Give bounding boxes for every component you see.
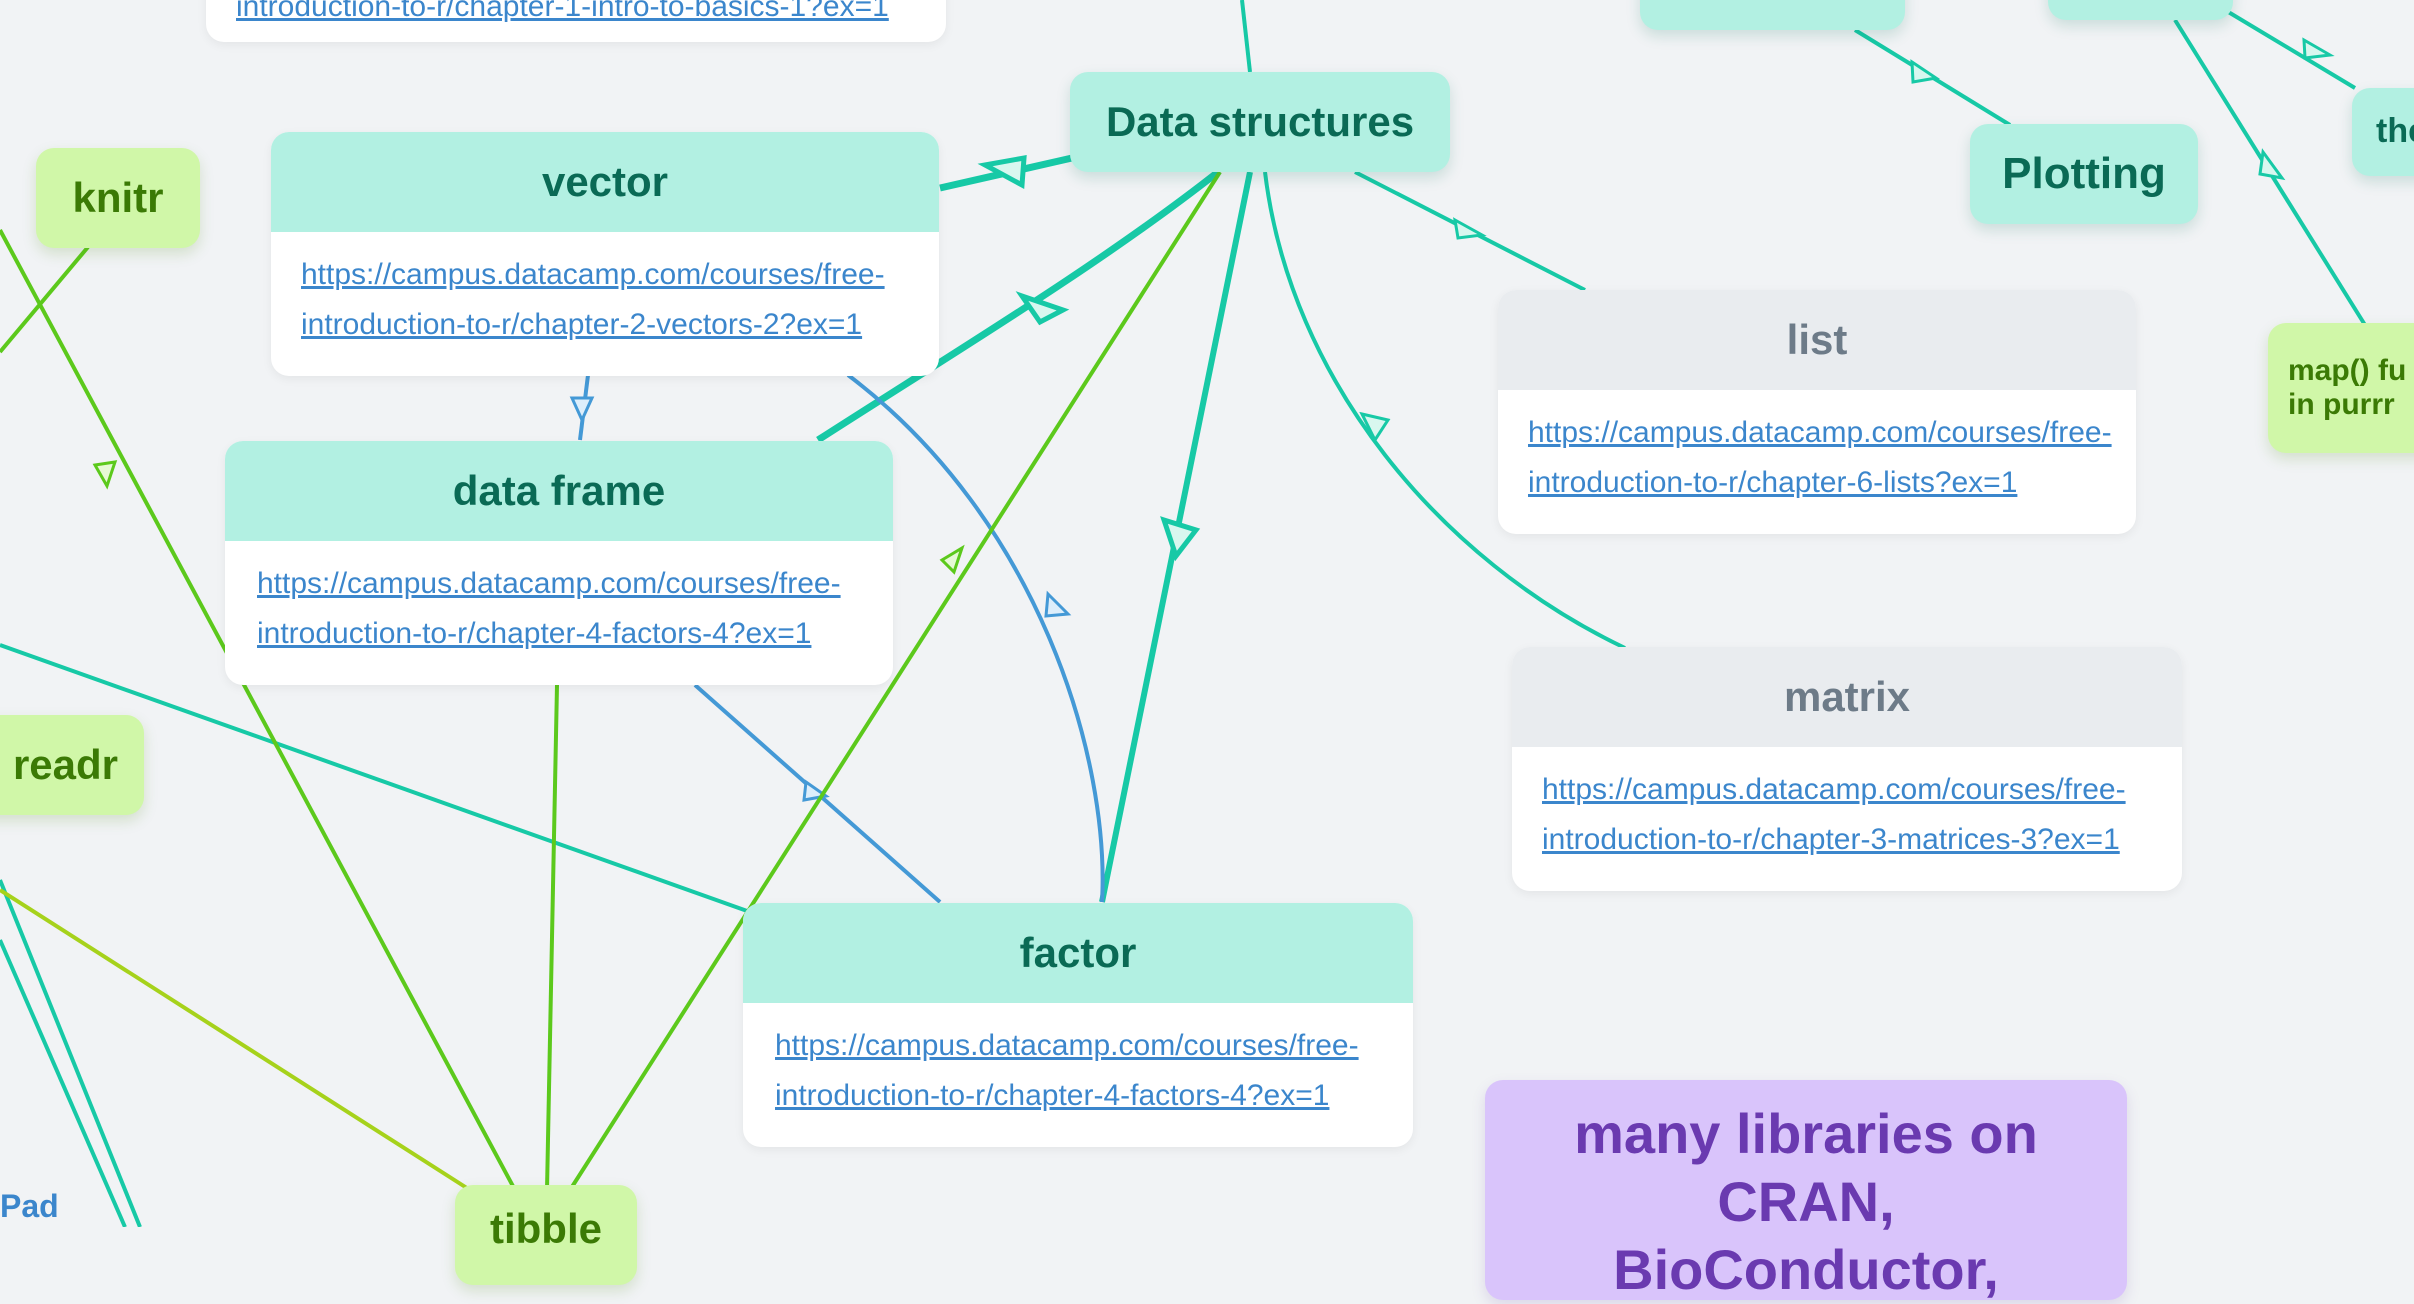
partial-node-right[interactable]: the — [2352, 88, 2414, 176]
card-vector-title[interactable]: vector — [271, 132, 939, 232]
card-vector-link[interactable]: https://campus.datacamp.com/courses/free… — [301, 258, 885, 341]
node-many-libraries-label: many libraries on CRAN, BioConductor, — [1574, 1102, 2038, 1301]
card-factor-link[interactable]: https://campus.datacamp.com/courses/free… — [775, 1029, 1359, 1112]
card-vector: vector https://campus.datacamp.com/cours… — [271, 132, 939, 376]
node-plotting[interactable]: Plotting — [1970, 124, 2198, 224]
edge-arrow — [1910, 59, 1940, 84]
top-partial-link[interactable]: introduction-to-r/chapter-1-intro-to-bas… — [236, 0, 889, 23]
hub-node-data-structures[interactable]: Data structures — [1070, 72, 1450, 172]
partial-pad-text: Pad — [0, 1188, 59, 1224]
edge-arrow — [92, 460, 118, 490]
node-map-purrr[interactable]: map() fu in purrr — [2268, 323, 2414, 453]
edge-arrow — [569, 396, 595, 424]
edge-top-to-hub — [1240, 0, 1252, 73]
edge-factor-to-vector — [846, 373, 1105, 903]
edge-arrow — [2302, 37, 2335, 60]
edge-hub-to-tibble — [568, 170, 1222, 1192]
card-data-frame-title[interactable]: data frame — [225, 441, 893, 541]
node-knitr[interactable]: knitr — [36, 148, 200, 248]
edge-left-yellow-to-tibble — [0, 888, 472, 1192]
edge-arrow — [1359, 411, 1391, 444]
partial-node-right-label: the — [2376, 112, 2414, 151]
partial-node-top-2[interactable] — [2048, 0, 2233, 20]
card-list: list https://campus.datacamp.com/courses… — [1498, 290, 2136, 534]
card-list-title[interactable]: list — [1498, 290, 2136, 390]
edge-layer — [0, 0, 2367, 1227]
node-map-purrr-label: map() fu in purrr — [2288, 353, 2407, 422]
node-tibble[interactable]: tibble — [455, 1185, 637, 1285]
edge-arrow — [1160, 516, 1201, 562]
edge-arrow — [1453, 217, 1487, 240]
card-matrix-title[interactable]: matrix — [1512, 647, 2182, 747]
edge-left-down-2 — [0, 879, 142, 1227]
node-tibble-label: tibble — [490, 1205, 602, 1252]
edge-arrow — [977, 154, 1027, 190]
card-factor-title[interactable]: factor — [743, 903, 1413, 1003]
node-readr[interactable]: readr — [0, 715, 144, 815]
card-data-frame-link[interactable]: https://campus.datacamp.com/courses/free… — [257, 567, 841, 650]
card-data-frame: data frame https://campus.datacamp.com/c… — [225, 441, 893, 685]
edge-left-to-tibble — [0, 229, 517, 1191]
edge-data-frame-to-tibble — [545, 684, 559, 1191]
edge-arrow — [1044, 590, 1072, 618]
edge-knitr-left — [0, 245, 90, 354]
edge-hub-to-data-frame — [816, 169, 1221, 443]
edge-hub-to-matrix — [1263, 171, 1626, 650]
top-partial-card: introduction-to-r/chapter-1-intro-to-bas… — [206, 0, 946, 42]
edge-arrow — [2258, 148, 2286, 181]
edge-left-to-factor — [0, 643, 751, 914]
card-list-link[interactable]: https://campus.datacamp.com/courses/free… — [1528, 416, 2112, 499]
node-many-libraries[interactable]: many libraries on CRAN, BioConductor, — [1485, 1080, 2127, 1301]
edge-top-right-1 — [2223, 8, 2357, 90]
edge-left-down-1 — [0, 939, 127, 1227]
card-matrix-link[interactable]: https://campus.datacamp.com/courses/free… — [1542, 773, 2126, 856]
edge-arrow — [939, 544, 965, 575]
card-matrix: matrix https://campus.datacamp.com/cours… — [1512, 647, 2182, 891]
partial-node-top-1[interactable] — [1640, 0, 1905, 30]
edge-arrow — [1015, 291, 1070, 326]
card-factor: factor https://campus.datacamp.com/cours… — [743, 903, 1413, 1147]
